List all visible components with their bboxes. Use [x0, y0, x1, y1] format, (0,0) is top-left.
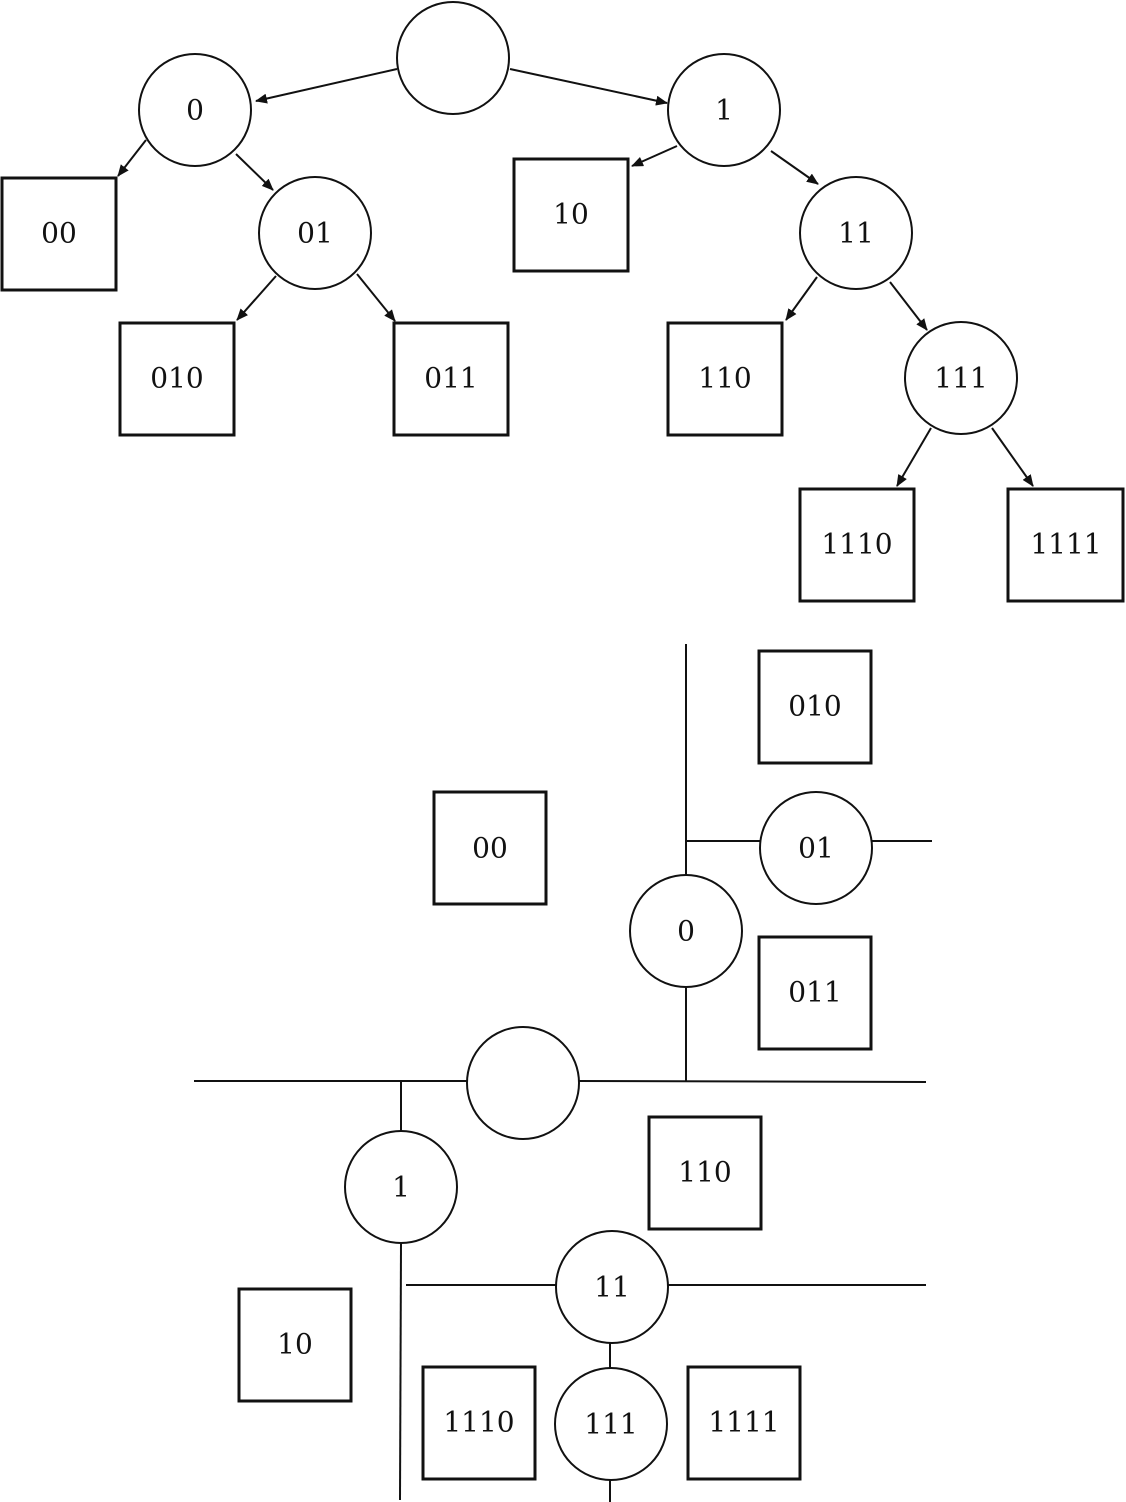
partition-leaf-1111-label: 1111	[708, 1406, 779, 1439]
trie-leaf-1110: 1110	[798, 487, 916, 603]
edge-111-1111	[991, 427, 1034, 487]
partition-node-01-label: 01	[798, 832, 834, 865]
edge-1-11	[770, 150, 819, 185]
trie-leaf-10-label: 10	[553, 198, 589, 231]
partition-node-1: 1	[344, 1130, 458, 1244]
edge-11-111	[889, 281, 928, 331]
split-1-down	[399, 1242, 402, 1501]
partition-leaf-00-label: 00	[472, 832, 508, 865]
edge-01-010	[236, 275, 277, 321]
partition-leaf-10: 10	[237, 1287, 353, 1403]
edge-root-1	[509, 68, 668, 106]
partition-leaf-10-label: 10	[277, 1328, 313, 1361]
trie-leaf-110: 110	[666, 321, 784, 437]
edge-1-10	[631, 145, 678, 167]
edge-0-01	[235, 153, 274, 191]
trie-leaf-011-label: 011	[424, 362, 477, 395]
partition-node-11-label: 11	[594, 1271, 630, 1304]
partition-node-root	[466, 1026, 580, 1140]
partition-node-11: 11	[555, 1230, 669, 1344]
split-root-right	[578, 1080, 927, 1083]
partition-node-01: 01	[759, 791, 873, 905]
edge-11-110	[785, 276, 818, 321]
partition-leaf-00: 00	[432, 790, 548, 906]
trie-leaf-10: 10	[512, 157, 630, 273]
trie-node-root	[396, 1, 510, 115]
partition-node-111: 111	[554, 1367, 668, 1481]
trie-node-111-label: 111	[934, 362, 987, 395]
partition-node-1-label: 1	[392, 1171, 410, 1204]
trie-leaf-010-label: 010	[150, 362, 203, 395]
trie-node-01: 01	[258, 176, 372, 290]
trie-node-11-label: 11	[838, 217, 874, 250]
trie-leaf-1111: 1111	[1006, 487, 1125, 603]
partition-leaf-011: 011	[757, 935, 873, 1051]
trie-leaf-010: 010	[118, 321, 236, 437]
edge-0-00	[117, 139, 147, 177]
trie-node-1-label: 1	[715, 94, 733, 127]
trie-leaf-00-label: 00	[41, 217, 77, 250]
partition-leaf-1110-label: 1110	[443, 1406, 514, 1439]
trie-leaf-1110-label: 1110	[821, 528, 892, 561]
partition-leaf-1111: 1111	[686, 1365, 802, 1481]
trie-leaf-011: 011	[392, 321, 510, 437]
trie-leaf-110-label: 110	[698, 362, 751, 395]
trie-node-1: 1	[667, 53, 781, 167]
trie-leaf-00: 00	[0, 176, 118, 292]
trie-node-0: 0	[138, 53, 252, 167]
edge-111-1110	[896, 427, 932, 487]
partition-leaf-011-label: 011	[788, 976, 841, 1009]
trie-node-111: 111	[904, 321, 1018, 435]
edge-root-0	[255, 68, 398, 104]
binary-trie: 0 1 01 11 111 00 010 011	[0, 1, 1125, 603]
trie-leaf-1111-label: 1111	[1030, 528, 1101, 561]
space-partition: 0 01 1 11 111 010 00 011	[194, 644, 932, 1502]
trie-node-0-label: 0	[186, 94, 204, 127]
partition-node-0: 0	[629, 874, 743, 988]
partition-node-111-label: 111	[584, 1408, 637, 1441]
partition-node-0-label: 0	[677, 915, 695, 948]
partition-leaf-110-label: 110	[678, 1156, 731, 1189]
partition-leaf-110: 110	[647, 1115, 763, 1231]
partition-leaf-1110: 1110	[421, 1365, 537, 1481]
edge-01-011	[356, 273, 396, 322]
partition-leaf-010: 010	[757, 649, 873, 765]
trie-node-11: 11	[799, 176, 913, 290]
trie-node-01-label: 01	[297, 217, 333, 250]
partition-leaf-010-label: 010	[788, 690, 841, 723]
